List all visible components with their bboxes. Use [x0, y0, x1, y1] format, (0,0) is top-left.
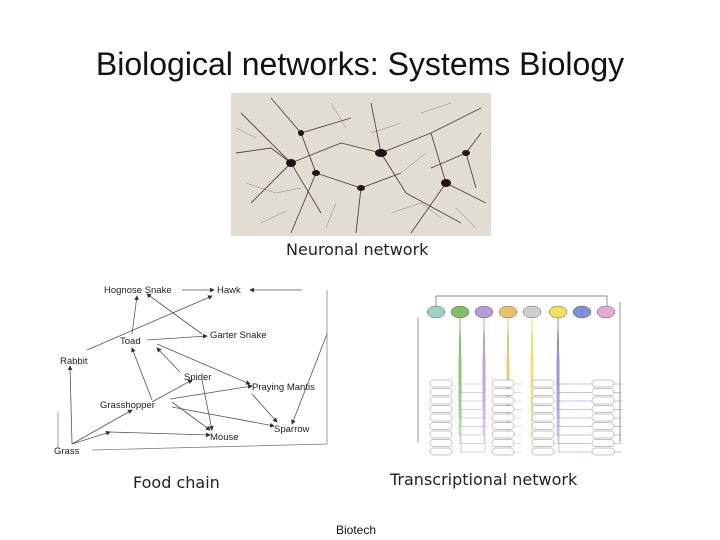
food-node-hawk: Hawk — [217, 285, 241, 296]
transcriptional-network-diagram — [412, 292, 624, 460]
target-gene-box — [531, 388, 555, 396]
target-gene-box — [429, 379, 453, 388]
target-gene-box — [591, 388, 615, 396]
target-gene-box — [429, 413, 453, 422]
target-gene-box — [491, 422, 515, 430]
regulator-node — [450, 305, 470, 319]
target-gene-box — [429, 422, 453, 430]
slide-title: Biological networks: Systems Biology — [95, 46, 625, 82]
neuronal-network-caption: Neuronal network — [286, 240, 429, 259]
target-gene-box — [531, 413, 555, 422]
regulation-edge — [460, 317, 486, 453]
target-gene-box — [429, 388, 453, 396]
target-gene-box — [429, 439, 453, 447]
target-gene-box — [491, 396, 515, 405]
target-gene-box — [591, 379, 615, 388]
food-node-garter-snake: Garter Snake — [210, 330, 267, 341]
target-gene-box — [429, 396, 453, 405]
target-gene-box — [491, 413, 515, 422]
regulation-edge — [557, 318, 622, 444]
food-node-praying-mantis: Praying Mantis — [252, 382, 315, 393]
food-node-toad: Toad — [120, 336, 141, 347]
food-node-grasshopper: Grasshopper — [100, 400, 155, 411]
target-gene-box — [531, 405, 555, 413]
target-gene-box — [491, 447, 515, 456]
regulator-node — [596, 305, 616, 319]
target-gene-box — [531, 379, 555, 388]
regulator-node — [572, 305, 592, 319]
target-gene-box — [591, 430, 615, 439]
target-gene-box — [531, 422, 555, 430]
food-node-sparrow: Sparrow — [274, 424, 310, 435]
target-gene-box — [491, 439, 515, 447]
regulation-edge — [460, 317, 485, 436]
target-gene-box — [531, 396, 555, 405]
target-gene-box — [531, 447, 555, 456]
target-gene-box — [591, 422, 615, 430]
target-gene-box — [531, 439, 555, 447]
regulation-edge — [556, 317, 622, 436]
regulator-node — [548, 305, 568, 319]
regulator-node — [474, 305, 494, 319]
target-gene-box — [491, 430, 515, 439]
target-gene-box — [591, 396, 615, 405]
target-gene-box — [429, 405, 453, 413]
food-node-mouse: Mouse — [210, 432, 239, 443]
target-gene-box — [531, 430, 555, 439]
target-gene-box — [491, 379, 515, 388]
regulator-node — [426, 305, 446, 319]
food-node-rabbit: Rabbit — [60, 356, 88, 367]
food-node-hognose-snake: Hognose Snake — [104, 285, 172, 296]
food-chain-caption: Food chain — [133, 473, 220, 492]
transcriptional-network-caption: Transcriptional network — [390, 470, 578, 489]
food-chain-diagram: Hognose Snake Hawk Toad Garter Snake Rab… — [54, 285, 328, 457]
food-node-spider: Spider — [184, 372, 211, 383]
neuronal-network-image — [231, 93, 491, 236]
regulation-edge — [460, 318, 485, 444]
footer-text: Biotech — [336, 523, 377, 537]
target-gene-box — [591, 439, 615, 447]
target-gene-box — [591, 405, 615, 413]
regulator-node — [498, 305, 518, 319]
target-gene-box — [491, 405, 515, 413]
food-node-grass: Grass — [54, 446, 80, 457]
regulator-node — [522, 305, 542, 319]
target-gene-box — [429, 430, 453, 439]
target-gene-box — [491, 388, 515, 396]
regulation-edge — [458, 317, 461, 436]
target-gene-box — [591, 447, 615, 456]
regulation-edge — [557, 317, 622, 453]
target-gene-box — [591, 413, 615, 422]
target-gene-box — [429, 447, 453, 456]
